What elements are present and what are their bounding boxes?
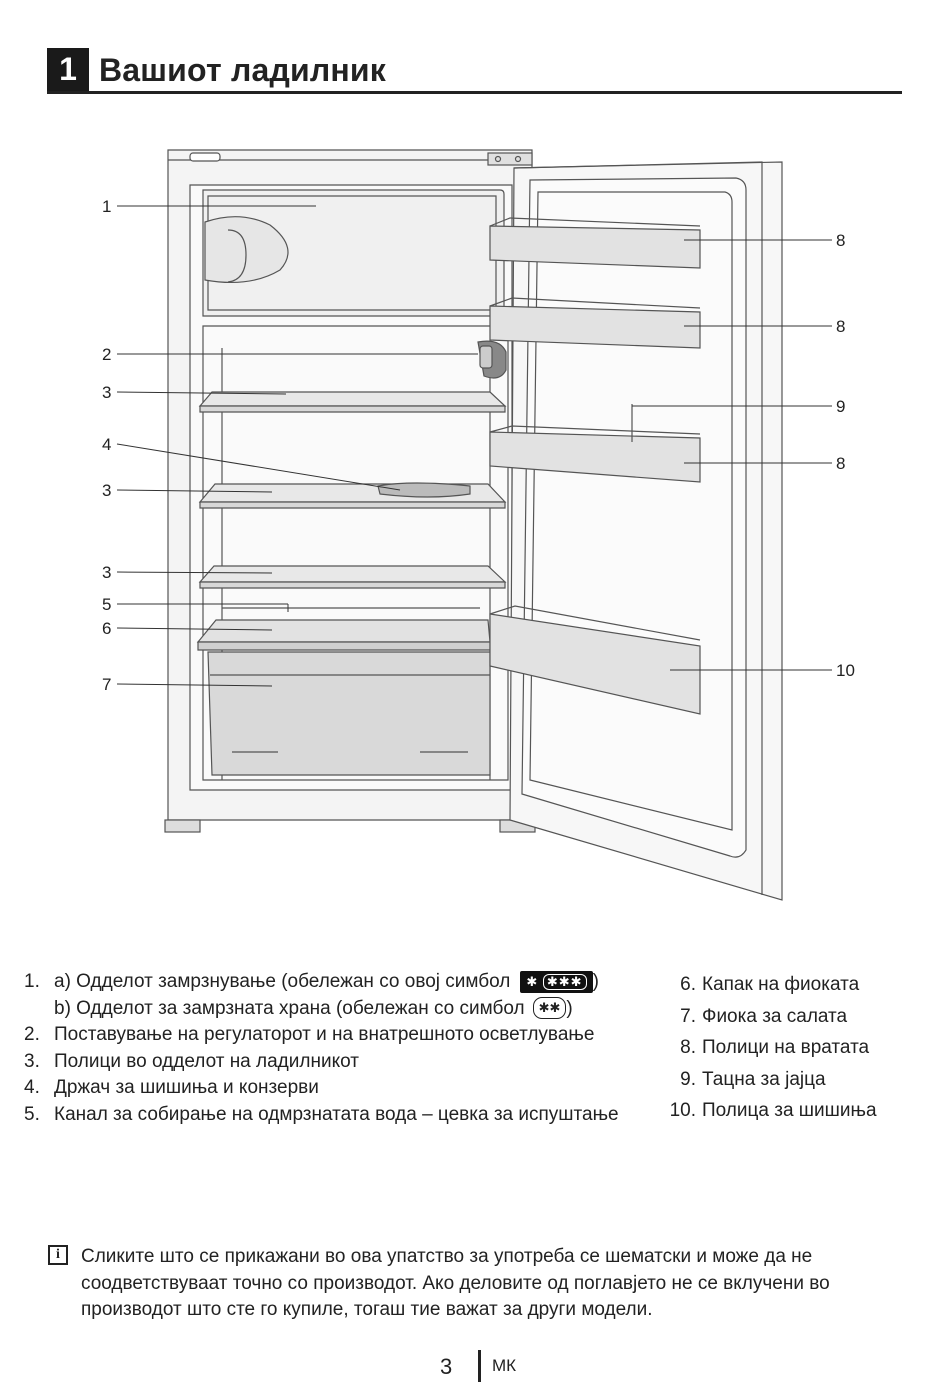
callout-3b: 3 [102,481,111,500]
crisper-drawer [207,651,491,776]
callout-5: 5 [102,595,111,614]
door-shelf-3 [489,431,701,483]
door-shelf-1 [489,225,701,269]
bottle-holder [377,482,471,498]
page-footer: 3 МК [0,1350,950,1384]
bottle-shelf [489,613,701,715]
section-header: 1 Вашиот ладилник [47,48,902,94]
callout-4: 4 [102,435,111,454]
shelf-1 [198,391,507,407]
list-item: 1. a) Одделот замрзнување (обележан со о… [24,970,599,1020]
section-number: 1 [47,48,89,91]
footer-divider [478,1350,481,1382]
info-icon: i [48,1245,68,1265]
list-item: 9.Тацна за јајца [680,1068,826,1090]
parts-list-right: 6.Капак на фиоката 7.Фиока за салата 8.П… [660,969,920,1127]
foot-left [164,819,201,833]
list-item: 4. Држач за шишиња и конзерви [24,1077,319,1098]
list-item: 5. Канал за собирање на одмрзнатата вода… [24,1103,619,1125]
callout-8a: 8 [836,231,845,250]
callout-1: 1 [102,197,111,216]
list-item: 10.Полица за шишиња [669,1100,877,1121]
callout-3c: 3 [102,563,111,582]
language-code: МК [492,1356,517,1375]
frozen-food-symbol: ✱✱ [532,997,567,1020]
freezer-flap [204,216,289,284]
refrigerator-diagram: 1 2 3 4 3 3 5 6 7 8 8 9 8 10 [102,149,855,901]
parts-list-left: 1. a) Одделот замрзнување (обележан со о… [24,969,644,1128]
list-item: 2. Поставување на регулаторот и на внатр… [24,1024,595,1045]
list-item: 8.Полици на вратата [680,1037,870,1058]
section-title: Вашиот ладилник [99,52,387,88]
top-hinge-plate [487,152,533,166]
callout-3a: 3 [102,383,111,402]
page-number: 3 [440,1354,453,1379]
info-note: i Сликите што се прикажани во ова упатст… [48,1244,908,1324]
callout-2: 2 [102,345,111,364]
callout-7: 7 [102,675,111,694]
list-item: 3. Полици во одделот на ладилникот [24,1050,359,1072]
callout-8b: 8 [836,317,845,336]
callout-9: 9 [836,397,845,416]
shelf-3 [198,565,507,583]
list-item: 6.Капак на фиоката [680,974,860,995]
callout-8c: 8 [836,454,845,473]
freezer-compartment [202,189,505,317]
freezer-symbol: ✱ ✱✱✱ [520,970,593,993]
crisper-cover [196,619,491,643]
callout-6: 6 [102,619,111,638]
callout-10: 10 [836,661,855,680]
list-item: 7.Фиока за салата [680,1005,848,1027]
door-shelf-2 [489,305,701,349]
note-text: Сликите што се прикажани во ова упатство… [81,1246,830,1320]
